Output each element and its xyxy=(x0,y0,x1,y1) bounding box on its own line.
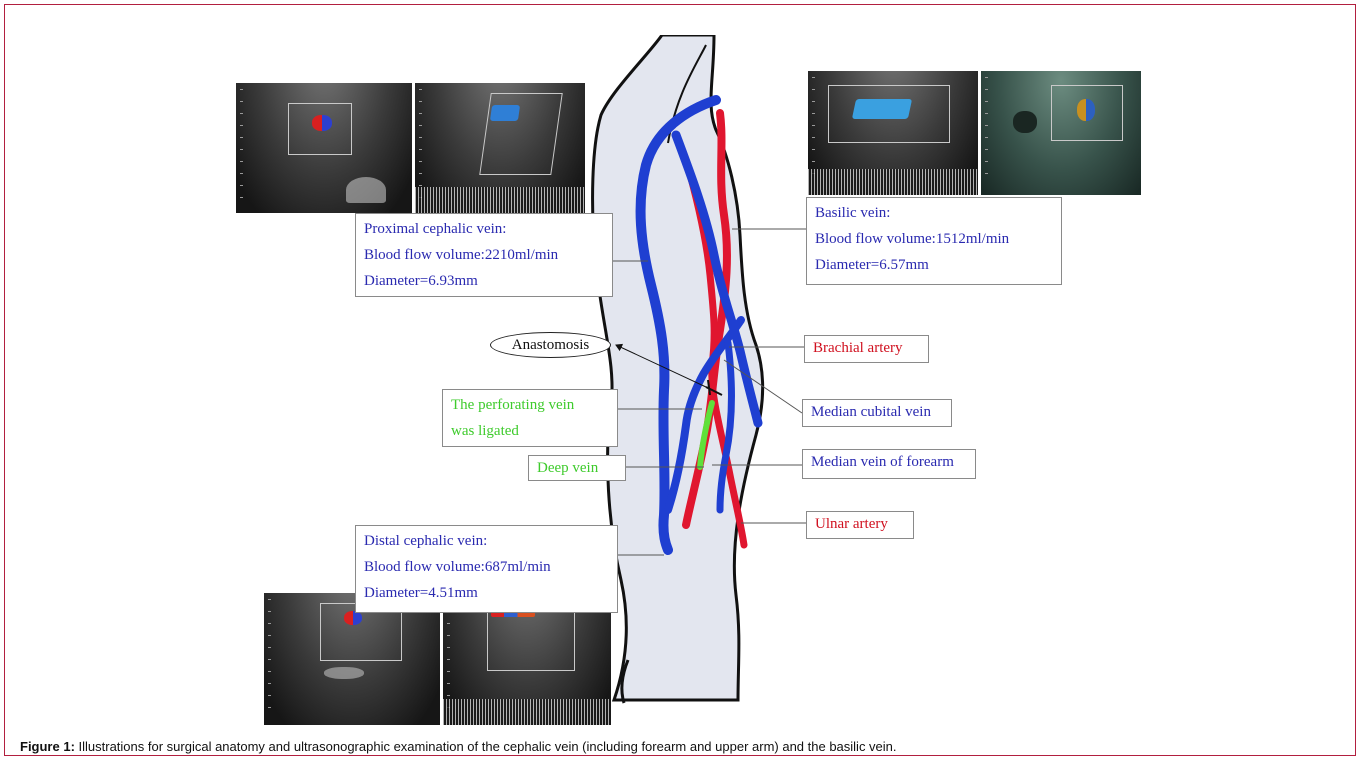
label-basilic: Basilic vein: Blood flow volume:1512ml/m… xyxy=(806,197,1062,285)
proximal-cephalic-diameter: Diameter=6.93mm xyxy=(364,268,604,294)
arm-illustration xyxy=(236,35,1132,725)
proximal-cephalic-flow: Blood flow volume:2210ml/min xyxy=(364,242,604,268)
figure-frame: Proximal cephalic vein: Blood flow volum… xyxy=(4,4,1356,756)
distal-cephalic-diameter: Diameter=4.51mm xyxy=(364,580,609,606)
caption-prefix: Figure 1: xyxy=(20,739,75,754)
figure-caption: Figure 1: Illustrations for surgical ana… xyxy=(20,739,897,754)
label-median-cubital-vein: Median cubital vein xyxy=(802,399,952,427)
caption-text: Illustrations for surgical anatomy and u… xyxy=(75,739,897,754)
label-median-vein-forearm: Median vein of forearm xyxy=(802,449,976,479)
label-distal-cephalic: Distal cephalic vein: Blood flow volume:… xyxy=(355,525,618,613)
distal-cephalic-title: Distal cephalic vein: xyxy=(364,528,609,554)
perforating-line2: was ligated xyxy=(451,418,609,444)
label-deep-vein: Deep vein xyxy=(528,455,626,481)
basilic-flow: Blood flow volume:1512ml/min xyxy=(815,226,1053,252)
basilic-diameter: Diameter=6.57mm xyxy=(815,252,1053,278)
figure-canvas: Proximal cephalic vein: Blood flow volum… xyxy=(236,35,1132,725)
basilic-title: Basilic vein: xyxy=(815,200,1053,226)
perforating-line1: The perforating vein xyxy=(451,392,609,418)
proximal-cephalic-title: Proximal cephalic vein: xyxy=(364,216,604,242)
label-perforating-vein: The perforating vein was ligated xyxy=(442,389,618,447)
distal-cephalic-flow: Blood flow volume:687ml/min xyxy=(364,554,609,580)
label-brachial-artery: Brachial artery xyxy=(804,335,929,363)
label-ulnar-artery: Ulnar artery xyxy=(806,511,914,539)
label-anastomosis: Anastomosis xyxy=(490,332,611,358)
label-proximal-cephalic: Proximal cephalic vein: Blood flow volum… xyxy=(355,213,613,297)
